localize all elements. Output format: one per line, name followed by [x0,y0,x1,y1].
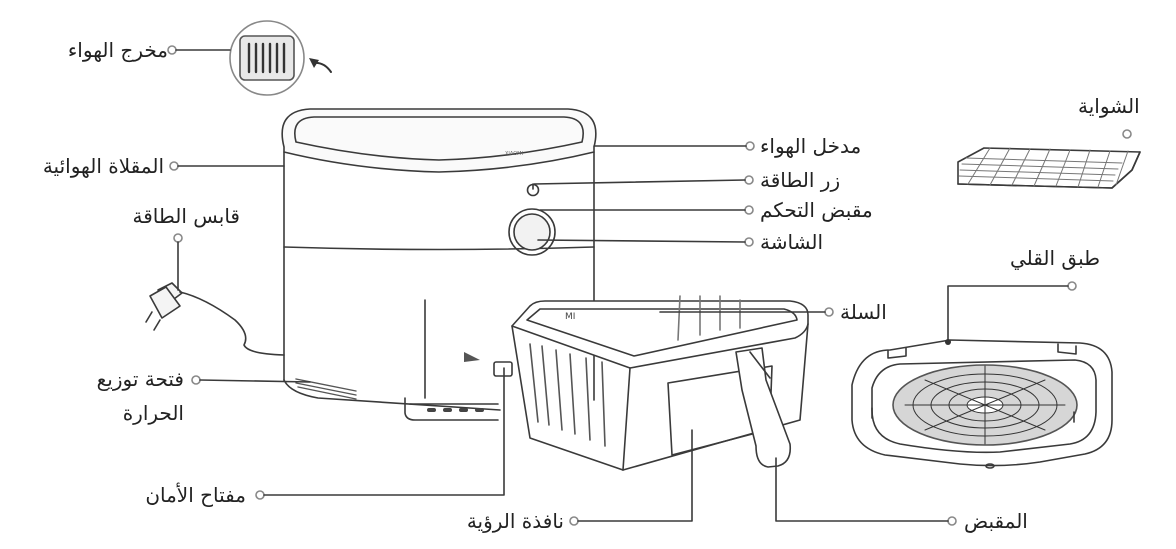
label-display: الشاشة [760,230,824,254]
label-grill-rack: الشواية [1078,94,1140,118]
label-air-fryer: المقلاة الهوائية [42,154,164,178]
label-power-button: زر الطاقة [760,168,841,192]
label-viewing-window: نافذة الرؤية [466,509,564,533]
svg-text:XIAOMI: XIAOMI [505,151,523,157]
frying-tray [851,339,1113,469]
label-handle: المقبض [964,509,1028,533]
power-plug [145,282,285,356]
label-safety-switch: مفتاح الأمان [145,483,246,507]
label-frying-tray: طبق القلي [1010,246,1101,270]
label-basket: السلة [840,300,887,324]
label-air-outlet: مخرج الهواء [67,38,168,62]
air-fryer-body: XIAOMI [281,108,597,421]
leader-lines [167,45,1132,526]
label-heat-vent: فتحة توزيع الحرارة [96,367,184,425]
label-control-knob: مقبض التحكم [760,198,873,222]
basket: MI [511,295,809,471]
air-outlet-detail [229,20,332,96]
svg-text:MI: MI [565,312,575,322]
label-power-plug: قابس الطاقة [132,204,240,228]
label-air-inlet: مدخل الهواء [760,134,862,158]
grill-rack [957,147,1141,189]
